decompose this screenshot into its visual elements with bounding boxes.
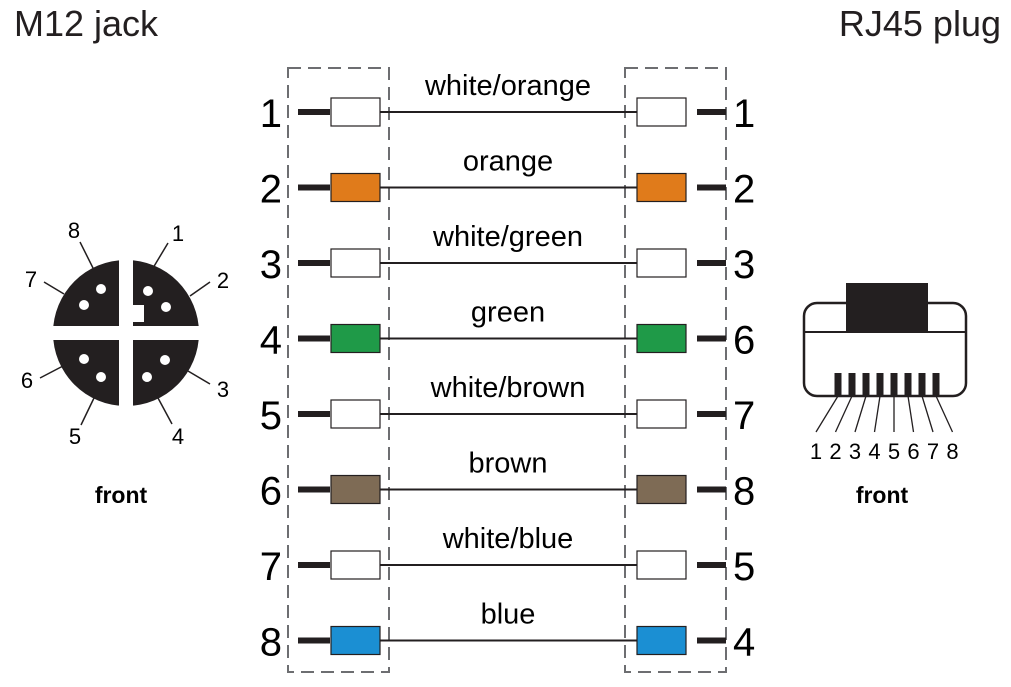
- m12-pin-7: [79, 300, 89, 310]
- wire-color-label: white/orange: [424, 70, 591, 102]
- right-wire-block: [636, 625, 687, 656]
- left-pin-number: 4: [260, 319, 282, 363]
- rj45-contact-label-4: 4: [868, 439, 880, 464]
- m12-pin-2: [161, 302, 171, 312]
- rj45-contact-1: [834, 373, 842, 396]
- wire-row-1: white/orange 1 1: [260, 70, 756, 136]
- left-pin-number: 2: [260, 168, 282, 212]
- rj45-contact-label-8: 8: [946, 439, 958, 464]
- rj45-contact-8: [932, 373, 940, 396]
- left-wire-block: [330, 172, 381, 203]
- left-pin-number: 6: [260, 470, 282, 514]
- wire-row-2: orange 2 2: [260, 146, 756, 212]
- right-pin-number: 2: [733, 168, 755, 212]
- left-wire-block: [330, 474, 381, 505]
- right-pin-number: 1: [733, 92, 755, 136]
- left-wire-block: [330, 323, 381, 354]
- wire-row-7: white/blue 7 5: [260, 523, 756, 589]
- m12-pin-3: [160, 355, 170, 365]
- m12-pin-4: [142, 372, 152, 382]
- left-pin-number: 1: [260, 92, 282, 136]
- left-wire-block: [330, 248, 381, 278]
- left-wire-block: [330, 399, 381, 429]
- rj45-contact-label-5: 5: [888, 439, 900, 464]
- right-pin-number: 5: [733, 545, 755, 589]
- m12-label-1: 1: [172, 221, 184, 246]
- right-pin-number: 7: [733, 394, 755, 438]
- right-pin-number: 3: [733, 243, 755, 287]
- left-pin-number: 5: [260, 394, 282, 438]
- left-wire-block: [330, 625, 381, 656]
- wire-row-5: white/brown 5 7: [260, 372, 756, 438]
- right-wire-block: [636, 323, 687, 354]
- rj45-contact-6: [904, 373, 912, 396]
- right-wire-block: [636, 550, 687, 580]
- right-wire-block: [636, 97, 687, 127]
- left-pin-number: 7: [260, 545, 282, 589]
- left-pin-number: 3: [260, 243, 282, 287]
- right-wire-block: [636, 474, 687, 505]
- right-pin-number: 6: [733, 319, 755, 363]
- m12-label-5: 5: [69, 424, 81, 449]
- right-wire-block: [636, 399, 687, 429]
- wire-color-label: white/brown: [430, 372, 586, 404]
- right-pin-number: 8: [733, 470, 755, 514]
- rj45-contact-label-7: 7: [927, 439, 939, 464]
- wire-color-label: green: [471, 297, 545, 329]
- rj45-contact-label-2: 2: [829, 439, 841, 464]
- m12-pin-8: [96, 284, 106, 294]
- right-wire-block: [636, 172, 687, 203]
- rj45-contact-label-1: 1: [810, 439, 822, 464]
- left-wire-block: [330, 97, 381, 127]
- wire-color-label: orange: [463, 146, 553, 178]
- wire-color-label: white/green: [432, 221, 583, 253]
- rj45-contact-4: [876, 373, 884, 396]
- wire-rows: white/orange 1 1 orange 2 2 white/green 3 3 green…: [260, 70, 756, 665]
- rj45-latch: [846, 283, 928, 333]
- wire-color-label: blue: [481, 599, 536, 631]
- wire-color-label: white/blue: [442, 523, 574, 555]
- rj45-contact-label-6: 6: [907, 439, 919, 464]
- rj45-connector-frame: [624, 67, 727, 673]
- left-wire-block: [330, 550, 381, 580]
- rj45-contact-label-3: 3: [849, 439, 861, 464]
- rj45-front-caption: front: [856, 482, 909, 508]
- m12-connector-frame: [287, 67, 390, 673]
- wire-color-label: brown: [469, 448, 548, 480]
- wire-row-8: blue 8 4: [260, 599, 756, 665]
- right-wire-block: [636, 248, 687, 278]
- wire-row-3: white/green 3 3: [260, 221, 756, 287]
- rj45-contact-7: [918, 373, 926, 396]
- rj45-plug-title: RJ45 plug: [838, 3, 1001, 44]
- m12-label-4: 4: [172, 424, 184, 449]
- m12-label-2: 2: [217, 268, 229, 293]
- m12-jack-title: M12 jack: [14, 3, 159, 44]
- m12-label-6: 6: [21, 368, 33, 393]
- m12-pin-1: [143, 286, 153, 296]
- m12-label-8: 8: [68, 218, 80, 243]
- rj45-contact-5: [890, 373, 898, 396]
- m12-label-3: 3: [217, 377, 229, 402]
- wire-row-6: brown 6 8: [260, 448, 756, 514]
- rj45-contact-3: [862, 373, 870, 396]
- m12-jack-face: 1 2 3 4 5 6 7 8 front: [21, 218, 229, 508]
- rj45-contacts: [815, 373, 954, 433]
- m12-label-7: 7: [25, 267, 37, 292]
- m12-pin-holes: [79, 284, 171, 382]
- m12-pin-5: [96, 372, 106, 382]
- wire-row-4: green 4 6: [260, 297, 756, 363]
- rj45-contact-2: [848, 373, 856, 396]
- m12-front-caption: front: [95, 482, 148, 508]
- right-pin-number: 4: [733, 621, 755, 665]
- m12-pin-6: [79, 354, 89, 364]
- left-pin-number: 8: [260, 621, 282, 665]
